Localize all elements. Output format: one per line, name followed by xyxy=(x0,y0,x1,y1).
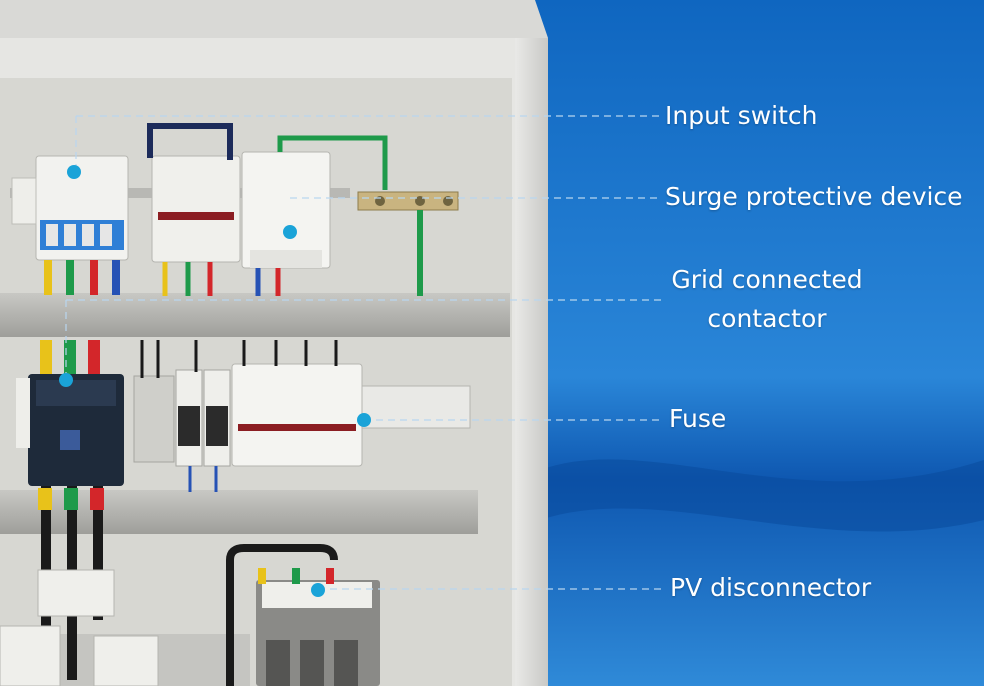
label-fuse: Fuse xyxy=(669,404,727,433)
current-transformer-1 xyxy=(37,569,115,617)
current-transformer-3 xyxy=(93,635,159,686)
ground-busbar xyxy=(357,191,459,211)
trunking-middle xyxy=(0,490,478,534)
callout-lines xyxy=(65,115,662,590)
din-rail-middle xyxy=(361,385,471,429)
cabinet-right-edge xyxy=(515,38,548,686)
current-transformer-2 xyxy=(0,625,61,686)
fuse-module xyxy=(231,363,363,467)
label-input-switch: Input switch xyxy=(665,101,818,130)
label-surge-protective-device: Surge protective device xyxy=(665,182,963,211)
label-grid-connected-contactor: Grid connected contactor xyxy=(664,260,870,338)
label-pv-disconnector: PV disconnector xyxy=(670,573,872,602)
breaker-module-2 xyxy=(151,155,241,263)
background-wave xyxy=(540,459,984,532)
cabinet-top xyxy=(0,0,548,38)
marker-dot-pv-disconnector xyxy=(311,583,325,597)
label-grid-connected-line2: contactor xyxy=(707,304,827,333)
trunking-top xyxy=(0,293,510,337)
marker-dot-grid-connected-contactor xyxy=(59,373,73,387)
marker-dot-input-switch xyxy=(67,165,81,179)
marker-dot-fuse xyxy=(357,413,371,427)
terminal-block xyxy=(133,375,175,463)
control-wires xyxy=(140,340,338,492)
label-grid-connected-line1: Grid connected xyxy=(671,265,863,294)
marker-dot-surge-protective-device xyxy=(283,225,297,239)
